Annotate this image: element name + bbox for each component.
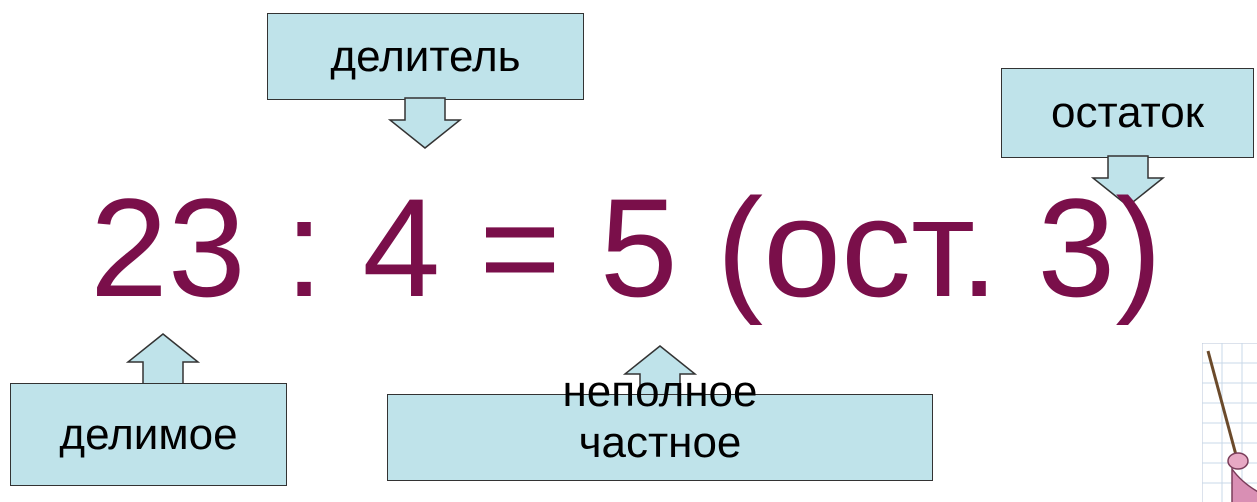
remainder-arrow-down-icon	[1090, 155, 1166, 207]
divisor-arrow-down-icon	[387, 97, 463, 149]
division-equation: 23 : 4 = 5 (ост. 3)	[90, 169, 1162, 326]
divisor-label-box: делитель	[267, 13, 584, 100]
quotient-label-line1: неполное	[562, 367, 758, 416]
remainder-label-box: остаток	[1001, 68, 1254, 158]
dividend-arrow-up-icon	[125, 333, 201, 385]
remainder-label: остаток	[1050, 88, 1204, 137]
quotient-label-line2: частное	[578, 417, 742, 467]
divisor-label: делитель	[330, 31, 521, 81]
quotient-label-box: неполное частное	[387, 367, 933, 481]
dividend-label-box: делимое	[10, 383, 287, 486]
pointer-stick-cartoon-icon	[1202, 343, 1257, 502]
dividend-label: делимое	[59, 409, 238, 459]
